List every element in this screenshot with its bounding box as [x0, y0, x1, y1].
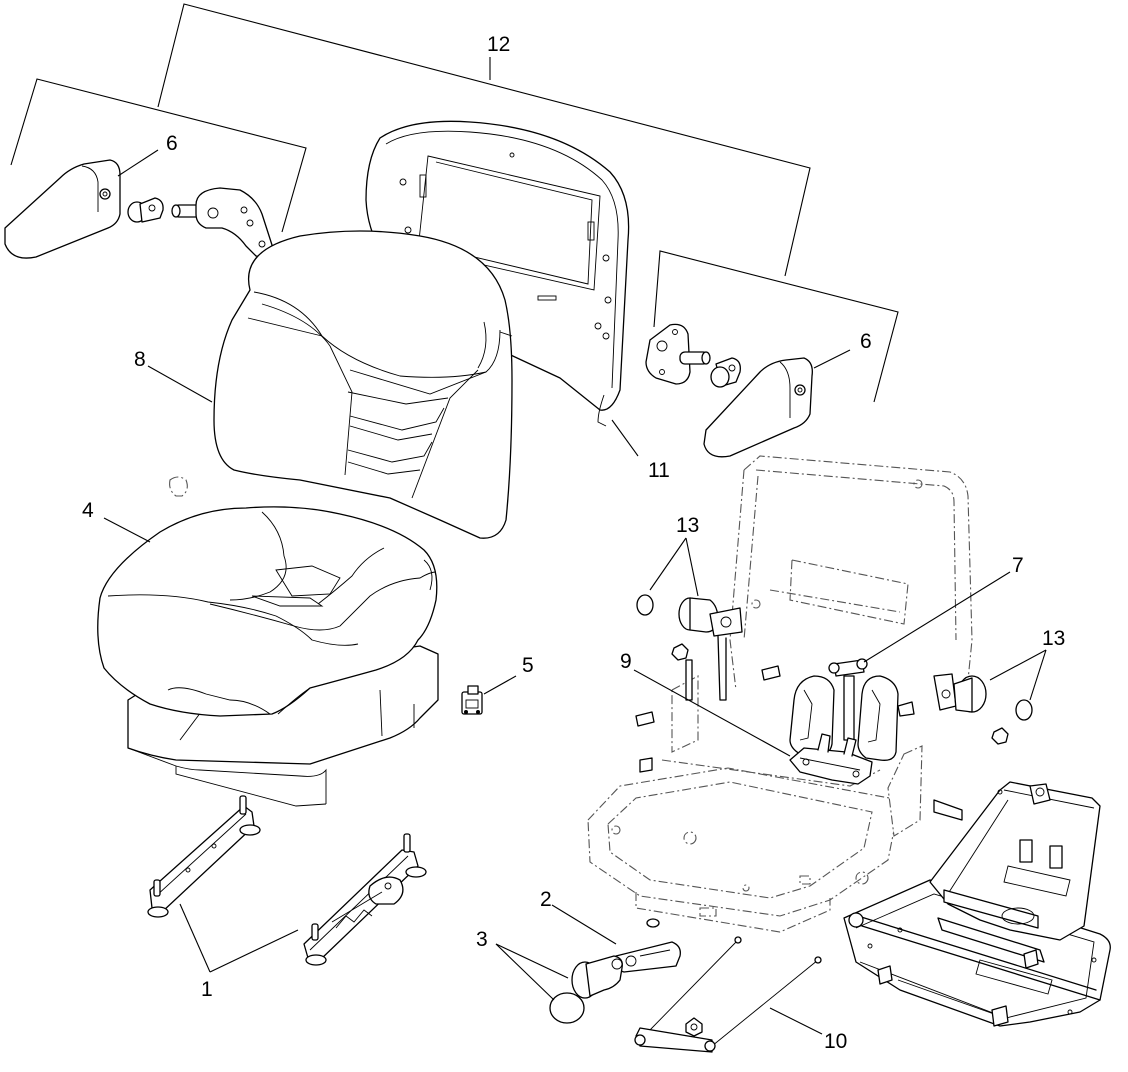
knob-cap [549, 992, 585, 1024]
seat-back-cushion [213, 230, 513, 539]
callout-6-left: 6 [166, 132, 178, 155]
suspension-base [843, 781, 1111, 1027]
recline-knob-right [933, 673, 987, 713]
seat-slide-rail-left [147, 795, 261, 918]
lumbar-mount-bracket [789, 733, 873, 785]
callout-8: 8 [134, 348, 146, 371]
seat-cushion [97, 506, 438, 717]
callout-13-left: 13 [676, 514, 699, 537]
seat-frame-phantom [587, 455, 973, 933]
callout-9: 9 [620, 650, 632, 673]
seat-back-cover [365, 120, 630, 427]
callout-1: 1 [201, 978, 213, 1001]
callout-labels: 12 6 6 8 11 4 13 7 13 9 5 2 3 1 10 [82, 33, 1065, 1053]
callout-10: 11 [648, 459, 670, 482]
armrest-pivot-bracket-left [171, 187, 273, 257]
kit-bracket-6-left [10, 78, 307, 233]
callout-13-right: 13 [1042, 627, 1065, 650]
callout-4: 4 [82, 499, 94, 522]
callout-11: 10 [824, 1030, 847, 1053]
callout-12: 12 [487, 33, 510, 56]
release-cable-linkage [634, 936, 822, 1053]
armrest-pivot-bracket-right [645, 323, 711, 385]
recline-knob-left [678, 597, 743, 701]
armrest-pivot-knob-left [127, 197, 164, 223]
seat-slide-rail-right [303, 833, 427, 966]
oring-right [1015, 699, 1033, 721]
callout-6-right: 6 [860, 330, 872, 353]
lever-arm [615, 918, 681, 973]
armrest-left [4, 159, 121, 259]
callout-3: 3 [476, 928, 488, 951]
armrest-right [703, 357, 813, 458]
kit-bracket-12 [157, 3, 811, 277]
cushion-clip [169, 476, 188, 497]
callout-5: 5 [522, 654, 534, 677]
oring-left [636, 594, 654, 616]
armrest-pivot-knob-right [710, 357, 741, 388]
leader-lines [103, 149, 1047, 1035]
lumbar-support-assembly [789, 658, 899, 761]
kit-bracket-6-right [653, 250, 899, 403]
adjust-knob [571, 955, 623, 999]
callout-7: 7 [1012, 554, 1024, 577]
callout-2: 2 [540, 888, 552, 911]
fasteners [635, 643, 1009, 821]
seat-switch [461, 685, 483, 715]
